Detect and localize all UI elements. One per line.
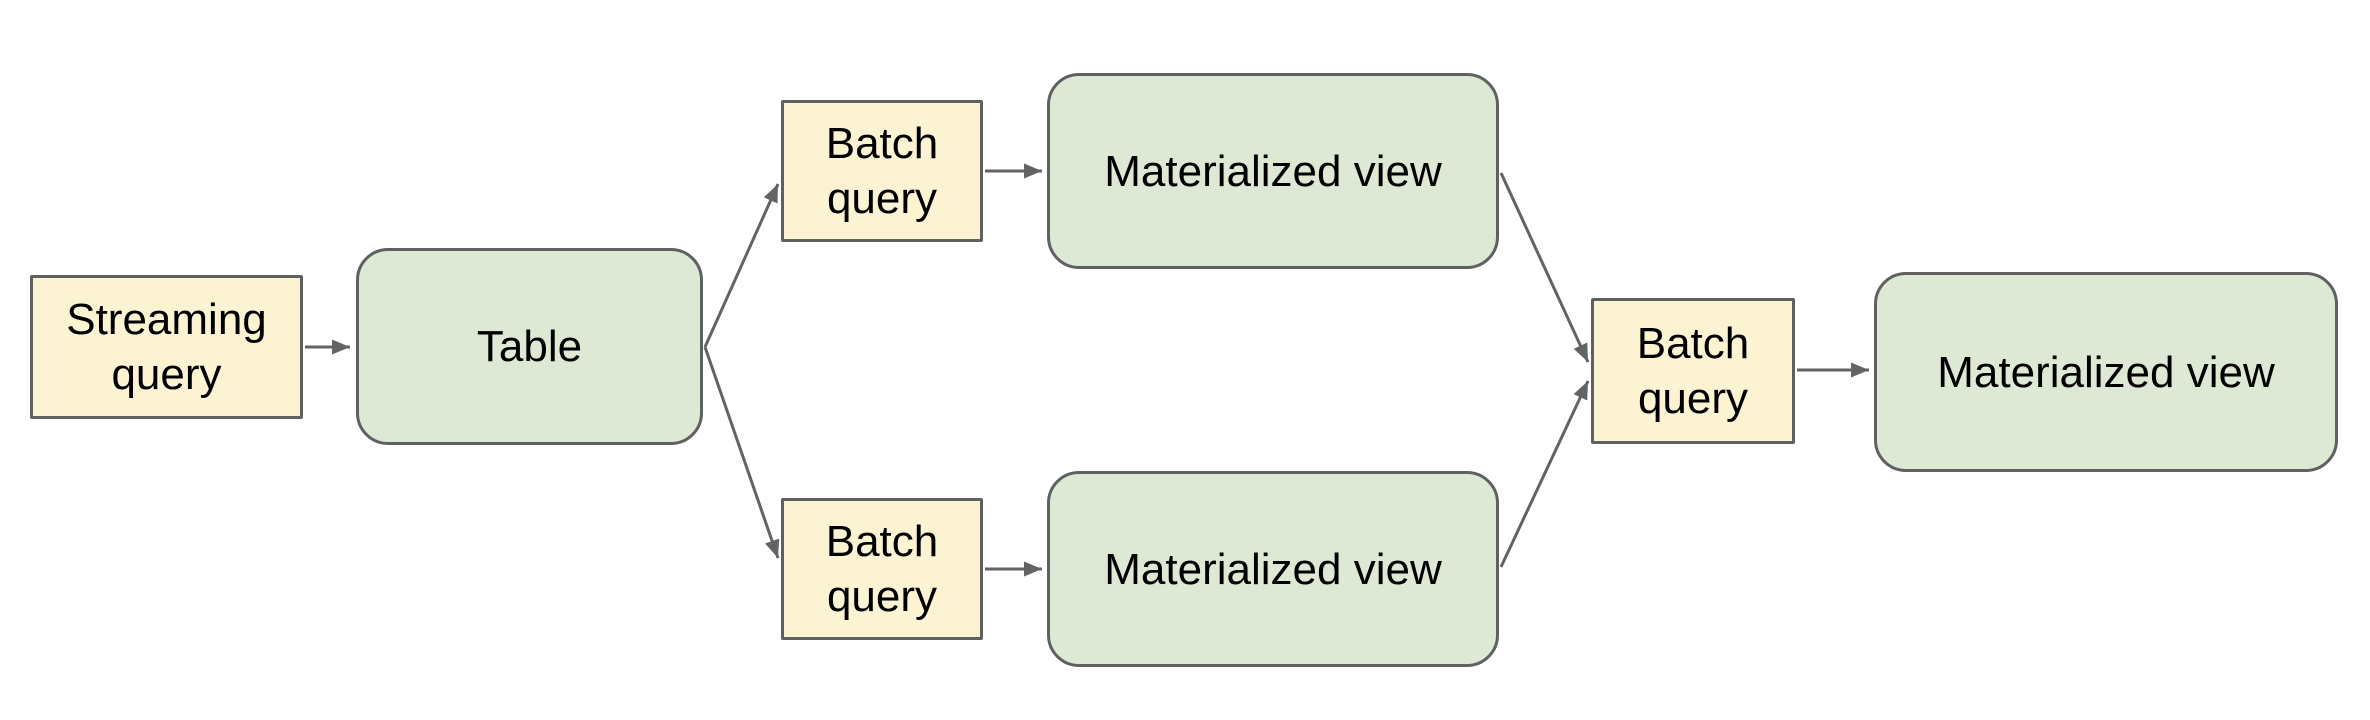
node-materialized-view-bottom: Materialized view <box>1047 471 1499 667</box>
node-batch-query-top: Batch query <box>781 100 983 242</box>
node-label: Materialized view <box>1104 146 1442 196</box>
node-label: Streaming query <box>66 295 267 399</box>
node-batch-query-bottom: Batch query <box>781 498 983 640</box>
edge-table-to-batch-query-top <box>703 183 780 348</box>
edge-table-to-batch-query-bottom <box>703 346 780 559</box>
edge-materialized-view-top-to-batch-query-right <box>1499 172 1590 363</box>
node-label: Batch query <box>1636 319 1750 423</box>
node-materialized-view-right: Materialized view <box>1874 272 2338 472</box>
node-materialized-view-top: Materialized view <box>1047 73 1499 269</box>
node-label: Batch query <box>825 119 939 223</box>
node-table: Table <box>356 248 703 445</box>
node-label: Batch query <box>825 517 939 621</box>
node-label: Materialized view <box>1937 347 2275 397</box>
node-streaming-query: Streaming query <box>30 275 303 419</box>
node-label: Table <box>476 322 583 371</box>
edge-materialized-view-bottom-to-batch-query-right <box>1499 380 1590 568</box>
node-label: Materialized view <box>1104 544 1442 594</box>
node-batch-query-right: Batch query <box>1591 298 1795 444</box>
